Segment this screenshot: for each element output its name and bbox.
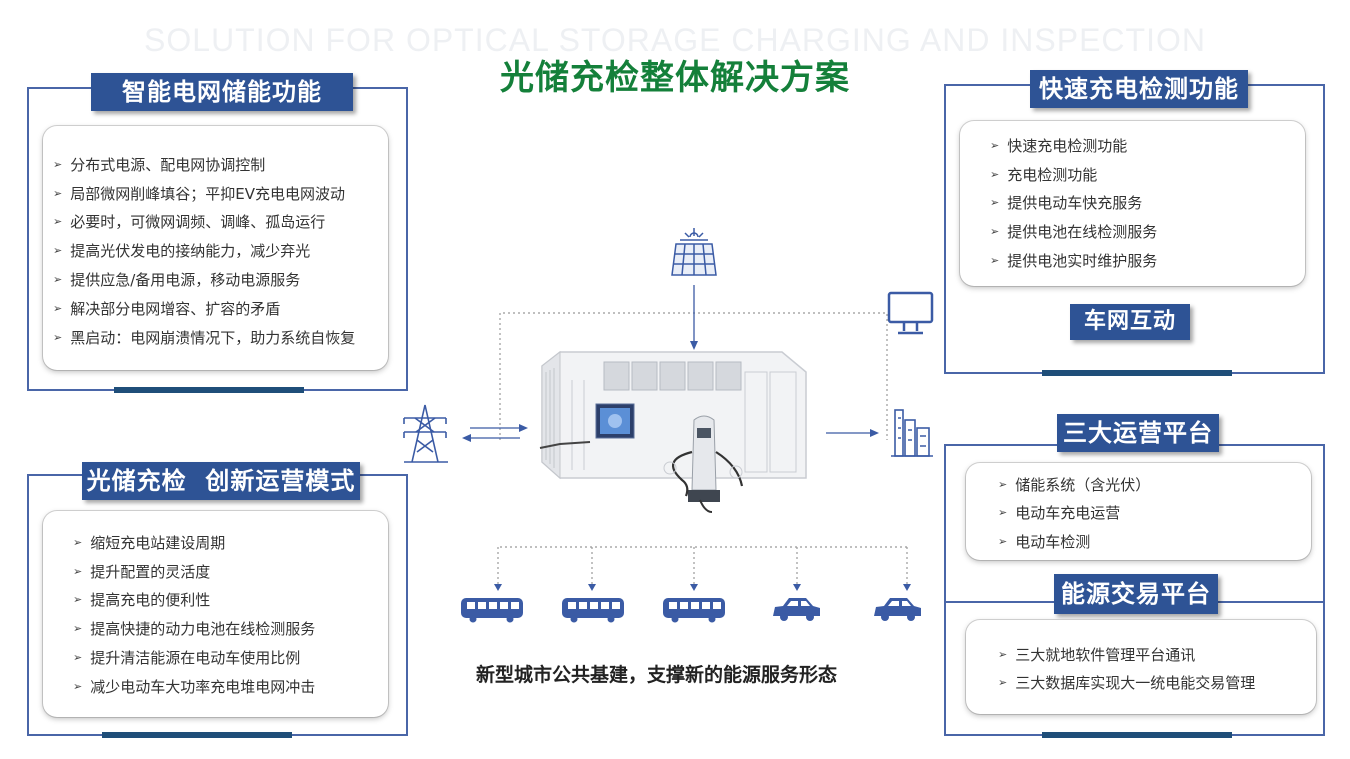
list-item: ➢电动车充电运营 <box>998 504 1121 523</box>
chevron-right-icon: ➢ <box>998 534 1008 548</box>
solar-panel-icon <box>671 228 717 276</box>
platforms-list: ➢储能系统（含光伏） ➢电动车充电运营 ➢电动车检测 <box>998 470 1311 556</box>
chevron-right-icon: ➢ <box>998 477 1008 491</box>
bus-icon <box>461 598 523 623</box>
list-item: ➢提供电池在线检测服务 <box>990 223 1158 242</box>
chevron-right-icon: ➢ <box>73 622 83 636</box>
platforms-card: ➢储能系统（含光伏） ➢电动车充电运营 ➢电动车检测 <box>966 463 1311 560</box>
list-item: ➢局部微网削峰填谷；平抑EV充电电网波动 <box>53 184 345 203</box>
chevron-right-icon: ➢ <box>53 273 63 287</box>
smart-grid-list: ➢分布式电源、配电网协调控制 ➢局部微网削峰填谷；平抑EV充电电网波动 ➢必要时… <box>53 150 388 352</box>
chevron-right-icon: ➢ <box>73 651 83 665</box>
chevron-right-icon: ➢ <box>53 301 63 315</box>
list-item: ➢三大数据库实现大一统电能交易管理 <box>998 674 1256 693</box>
innovation-card: ➢缩短充电站建设周期 ➢提升配置的灵活度 ➢提高充电的便利性 ➢提高快捷的动力电… <box>43 511 388 717</box>
list-item: ➢提供应急/备用电源，移动电源服务 <box>53 271 301 290</box>
list-item: ➢黑启动：电网崩溃情况下，助力系统自恢复 <box>53 328 356 347</box>
list-item: ➢提高快捷的动力电池在线检测服务 <box>73 620 316 639</box>
fast-charge-card: ➢快速充电检测功能 ➢充电检测功能 ➢提供电动车快充服务 ➢提供电池在线检测服务… <box>960 121 1305 286</box>
list-item: ➢快速充电检测功能 <box>990 136 1128 155</box>
list-item: ➢提升配置的灵活度 <box>73 562 211 581</box>
panel-underbar <box>114 387 304 393</box>
chevron-right-icon: ➢ <box>998 506 1008 520</box>
chevron-right-icon: ➢ <box>990 138 1000 152</box>
list-item: ➢缩短充电站建设周期 <box>73 533 226 552</box>
list-item: ➢提高充电的便利性 <box>73 591 211 610</box>
chevron-right-icon: ➢ <box>53 186 63 200</box>
container-storage-icon <box>541 350 807 480</box>
list-item: ➢提高光伏发电的接纳能力，减少弃光 <box>53 242 311 261</box>
list-item: ➢减少电动车大功率充电堆电网冲击 <box>73 677 316 696</box>
fast-charge-list: ➢快速充电检测功能 ➢充电检测功能 ➢提供电动车快充服务 ➢提供电池在线检测服务… <box>990 131 1305 275</box>
power-tower-icon <box>403 404 448 463</box>
vehicle-grid-label: 车网互动 <box>1070 304 1190 340</box>
chevron-right-icon: ➢ <box>73 593 83 607</box>
chevron-right-icon: ➢ <box>990 167 1000 181</box>
chevron-right-icon: ➢ <box>73 564 83 578</box>
smart-grid-title: 智能电网储能功能 <box>91 73 353 111</box>
english-subtitle: SOLUTION FOR OPTICAL STORAGE CHARGING AN… <box>144 22 1206 58</box>
charging-pile-icon <box>539 415 744 513</box>
car-icon <box>874 598 921 621</box>
list-item: ➢充电检测功能 <box>990 165 1098 184</box>
chevron-right-icon: ➢ <box>53 330 63 344</box>
car-icon <box>773 598 820 621</box>
chevron-right-icon: ➢ <box>53 157 63 171</box>
chevron-right-icon: ➢ <box>73 679 83 693</box>
list-item: ➢分布式电源、配电网协调控制 <box>53 155 266 174</box>
connection-lines <box>497 312 908 585</box>
monitor-icon <box>887 291 934 335</box>
fast-charge-title: 快速充电检测功能 <box>1030 70 1248 108</box>
list-item: ➢储能系统（含光伏） <box>998 475 1151 494</box>
list-item: ➢提升清洁能源在电动车使用比例 <box>73 649 301 668</box>
solar-arrow <box>690 285 698 350</box>
panel-underbar <box>102 732 292 738</box>
bus-icon <box>663 598 725 623</box>
bus-icon <box>562 598 624 623</box>
chevron-right-icon: ➢ <box>73 535 83 549</box>
chevron-right-icon: ➢ <box>53 244 63 258</box>
innovation-title: 光储充检 创新运营模式 <box>82 462 360 500</box>
panel-underbar <box>1042 732 1232 738</box>
panel-underbar <box>1042 370 1232 376</box>
list-item: ➢提供电池实时维护服务 <box>990 252 1158 271</box>
energy-trade-list: ➢三大就地软件管理平台通讯 ➢三大数据库实现大一统电能交易管理 <box>998 640 1316 697</box>
grid-exchange-arrows <box>462 424 528 442</box>
chevron-right-icon: ➢ <box>990 225 1000 239</box>
energy-trade-card: ➢三大就地软件管理平台通讯 ➢三大数据库实现大一统电能交易管理 <box>966 620 1316 714</box>
list-item: ➢解决部分电网增容、扩容的矛盾 <box>53 299 281 318</box>
innovation-list: ➢缩短充电站建设周期 ➢提升配置的灵活度 ➢提高充电的便利性 ➢提高快捷的动力电… <box>73 528 388 701</box>
list-item: ➢三大就地软件管理平台通讯 <box>998 645 1196 664</box>
factory-arrow <box>826 429 879 437</box>
factory-icon <box>891 409 933 457</box>
chevron-right-icon: ➢ <box>990 196 1000 210</box>
page-title: 光储充检整体解决方案 <box>500 58 850 98</box>
list-item: ➢提供电动车快充服务 <box>990 194 1143 213</box>
chevron-right-icon: ➢ <box>998 647 1008 661</box>
diagram-caption: 新型城市公共基建，支撑新的能源服务形态 <box>476 664 838 686</box>
chevron-right-icon: ➢ <box>998 676 1008 690</box>
smart-grid-card: ➢分布式电源、配电网协调控制 ➢局部微网削峰填谷；平抑EV充电电网波动 ➢必要时… <box>43 126 388 370</box>
list-item: ➢必要时，可微网调频、调峰、孤岛运行 <box>53 213 326 232</box>
platforms-title: 三大运营平台 <box>1057 414 1219 452</box>
energy-trade-title: 能源交易平台 <box>1054 574 1218 614</box>
chevron-right-icon: ➢ <box>990 254 1000 268</box>
vehicle-arrows <box>494 584 911 591</box>
list-item: ➢电动车检测 <box>998 532 1091 551</box>
chevron-right-icon: ➢ <box>53 215 63 229</box>
